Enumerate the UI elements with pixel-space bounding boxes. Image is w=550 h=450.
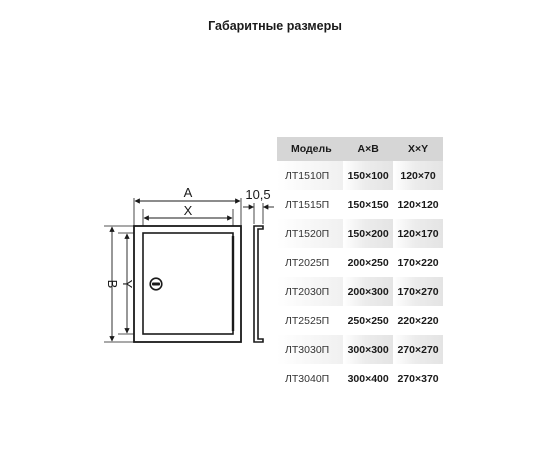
cell-xy: 120×70 — [393, 161, 443, 190]
table-row: ЛТ1515П 150×150 120×120 — [277, 190, 443, 219]
sizes-table: Модель A×B X×Y ЛТ1510П 150×100 120×70 ЛТ… — [277, 137, 443, 393]
cell-model: ЛТ3030П — [277, 335, 344, 364]
column-header-ab: A×B — [343, 137, 394, 161]
cell-xy: 120×120 — [397, 198, 439, 211]
cell-model: ЛТ1510П — [277, 161, 344, 190]
dimension-label-a: A — [184, 185, 193, 200]
cell-model: ЛТ2030П — [277, 277, 344, 306]
table-row: ЛТ2025П 200×250 170×220 — [277, 248, 443, 277]
cell-model: ЛТ2025П — [285, 256, 330, 269]
dimension-label-y: Y — [120, 280, 135, 289]
column-header-model: Модель — [277, 137, 344, 161]
table-header-row: Модель A×B X×Y — [277, 137, 443, 161]
cell-model: ЛТ1520П — [277, 219, 344, 248]
table-row: ЛТ1520П 150×200 120×170 — [277, 219, 443, 248]
cell-ab: 300×300 — [343, 335, 394, 364]
cell-model: ЛТ3040П — [285, 372, 330, 385]
side-profile — [253, 225, 264, 343]
dimension-label-x: X — [184, 203, 193, 218]
table-row: ЛТ2525П 250×250 220×220 — [277, 306, 443, 335]
cell-xy: 170×270 — [393, 277, 443, 306]
cell-model: ЛТ2525П — [285, 314, 330, 327]
column-header-xy: X×Y — [393, 137, 443, 161]
table-row: ЛТ3030П 300×300 270×270 — [277, 335, 443, 364]
cell-model: ЛТ1515П — [285, 198, 330, 211]
cell-xy: 120×170 — [393, 219, 443, 248]
cell-ab: 300×400 — [347, 372, 389, 385]
dimension-label-b: B — [105, 280, 120, 289]
thickness-extension-lines — [253, 203, 264, 224]
page-title: Габаритные размеры — [208, 19, 342, 33]
cell-xy: 170×220 — [397, 256, 439, 269]
cell-ab: 150×150 — [347, 198, 389, 211]
cell-ab: 250×250 — [347, 314, 389, 327]
cell-xy: 270×370 — [397, 372, 439, 385]
cell-ab: 150×100 — [343, 161, 394, 190]
dimension-label-thickness: 10,5 — [245, 187, 270, 202]
table-row: ЛТ1510П 150×100 120×70 — [277, 161, 443, 190]
cell-ab: 200×300 — [343, 277, 394, 306]
cell-xy: 270×270 — [393, 335, 443, 364]
cell-xy: 220×220 — [397, 314, 439, 327]
lock-icon — [149, 277, 163, 291]
cell-ab: 200×250 — [347, 256, 389, 269]
table-row: ЛТ3040П 300×400 270×370 — [277, 364, 443, 393]
table-row: ЛТ2030П 200×300 170×270 — [277, 277, 443, 306]
cell-ab: 150×200 — [343, 219, 394, 248]
